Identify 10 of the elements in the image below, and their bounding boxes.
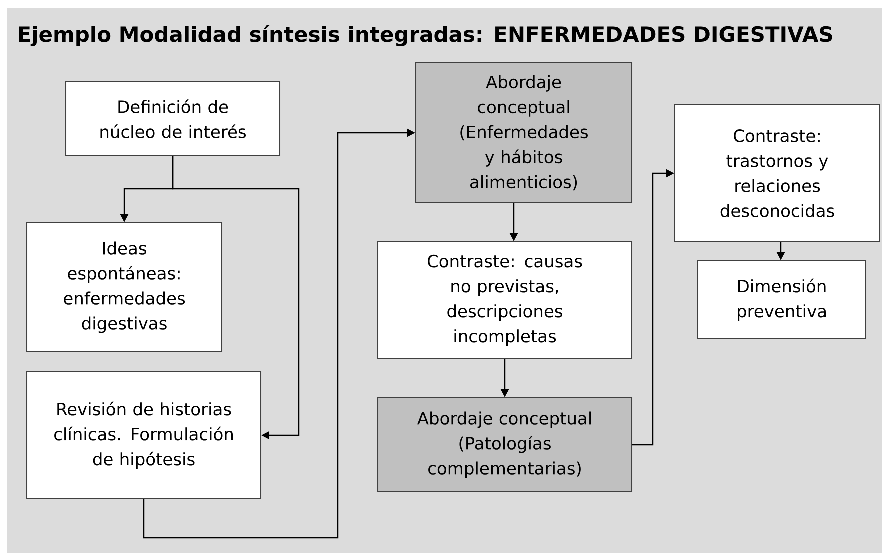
process-box: Dimensión preventiva (698, 260, 866, 340)
process-box: Contraste: trastornos y relaciones desconocidas (674, 104, 880, 242)
process-box: Abordaje conceptual (Patologías complementarias) (378, 398, 632, 492)
process-box: Revisión de historias clínicas. Formulación de hipótesis (26, 372, 262, 500)
process-box: Ideas espontáneas: enfermedades digestivas (26, 222, 222, 352)
title: Ejemplo Modalidad síntesis integradas: ENFERMEDADES DIGESTIVAS (19, 25, 832, 47)
process-box: Definición de núcleo de interés (66, 82, 280, 156)
process-box: Contraste: causas no previstas, descripciones incompletas (378, 242, 632, 360)
arrow (172, 156, 300, 440)
process-box: Abordaje conceptual (Enfermedades y hábitos alimenticios) (416, 62, 632, 204)
